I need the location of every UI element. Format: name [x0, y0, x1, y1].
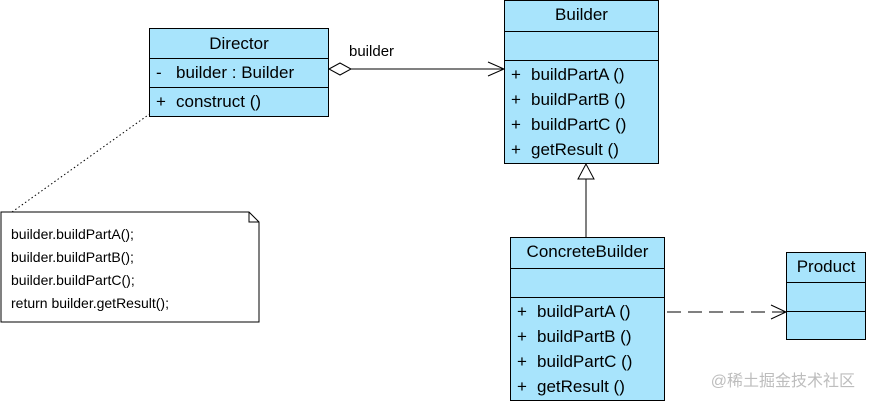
concrete-builder-operation-text: getResult (): [537, 377, 625, 396]
builder-operation: + buildPartB (): [505, 87, 658, 112]
visibility-public: +: [156, 92, 166, 111]
note-line: builder.buildPartA();: [11, 226, 134, 242]
concrete-builder-operation-text: buildPartB (): [537, 327, 632, 346]
visibility-private: -: [156, 63, 162, 82]
concrete-builder-class[interactable]: ConcreteBuilder + buildPartA () + buildPar…: [510, 237, 665, 401]
builder-operation-text: buildPartB (): [531, 90, 626, 109]
note-line: builder.buildPartB();: [11, 249, 134, 265]
product-attributes: [787, 282, 865, 311]
director-operation-text: construct (): [176, 92, 262, 111]
director-operations: + construct (): [150, 87, 328, 116]
note-line: builder.buildPartC();: [11, 272, 135, 288]
builder-operation: + getResult (): [505, 137, 658, 162]
note-anchor-line: [11, 107, 159, 213]
director-attribute-text: builder : Builder: [176, 63, 295, 82]
concrete-builder-operation-text: buildPartC (): [537, 352, 633, 371]
product-operations: [787, 311, 865, 339]
director-class[interactable]: Director -builder : Builder + construct (…: [149, 28, 329, 117]
note-fold: [248, 212, 259, 223]
visibility-public: +: [511, 115, 521, 134]
builder-operation: + buildPartA (): [505, 62, 658, 87]
builder-class-name: Builder: [555, 5, 608, 24]
director-attributes: -builder : Builder: [150, 58, 328, 87]
aggregation-diamond: [327, 62, 353, 76]
director-operation: + construct (): [150, 88, 328, 116]
builder-operation: + buildPartC (): [505, 112, 658, 137]
director-class-name: Director: [209, 34, 269, 53]
builder-operation-text: buildPartA (): [531, 65, 625, 84]
concrete-builder-operations: + buildPartA () + buildPartB () + buildPart…: [511, 297, 664, 399]
director-attribute: -builder : Builder: [150, 59, 328, 87]
concrete-builder-operation: + buildPartB (): [511, 324, 664, 349]
visibility-public: +: [517, 327, 527, 346]
builder-operations: + buildPartA () + buildPartB () + buildPart…: [505, 60, 658, 162]
builder-attributes: [505, 31, 658, 60]
concrete-builder-operation: + buildPartC (): [511, 349, 664, 374]
note-shape: [0, 211, 260, 323]
note-body: builder.buildPartA(); builder.buildPartB…: [11, 223, 169, 315]
aggregation-label: builder: [349, 43, 395, 60]
visibility-public: +: [511, 90, 521, 109]
visibility-public: +: [511, 65, 521, 84]
concrete-builder-operation: + buildPartA (): [511, 299, 664, 324]
visibility-public: +: [517, 377, 527, 396]
generalization-triangle: [577, 162, 595, 180]
builder-operation-text: getResult (): [531, 140, 619, 159]
product-class[interactable]: Product: [786, 252, 866, 340]
concrete-builder-operation: + getResult (): [511, 374, 664, 399]
concrete-builder-operation-text: buildPartA (): [537, 302, 631, 321]
watermark: @稀土掘金技术社区: [710, 373, 855, 390]
builder-operation-text: buildPartC (): [531, 115, 627, 134]
note-line: return builder.getResult();: [11, 295, 169, 311]
builder-class[interactable]: Builder + buildPartA () + buildPartB () + b…: [504, 0, 659, 164]
visibility-public: +: [511, 140, 521, 159]
concrete-builder-attributes: [511, 268, 664, 297]
visibility-public: +: [517, 302, 527, 321]
product-class-name: Product: [796, 257, 856, 276]
visibility-public: +: [517, 352, 527, 371]
concrete-builder-class-name: ConcreteBuilder: [526, 242, 649, 261]
